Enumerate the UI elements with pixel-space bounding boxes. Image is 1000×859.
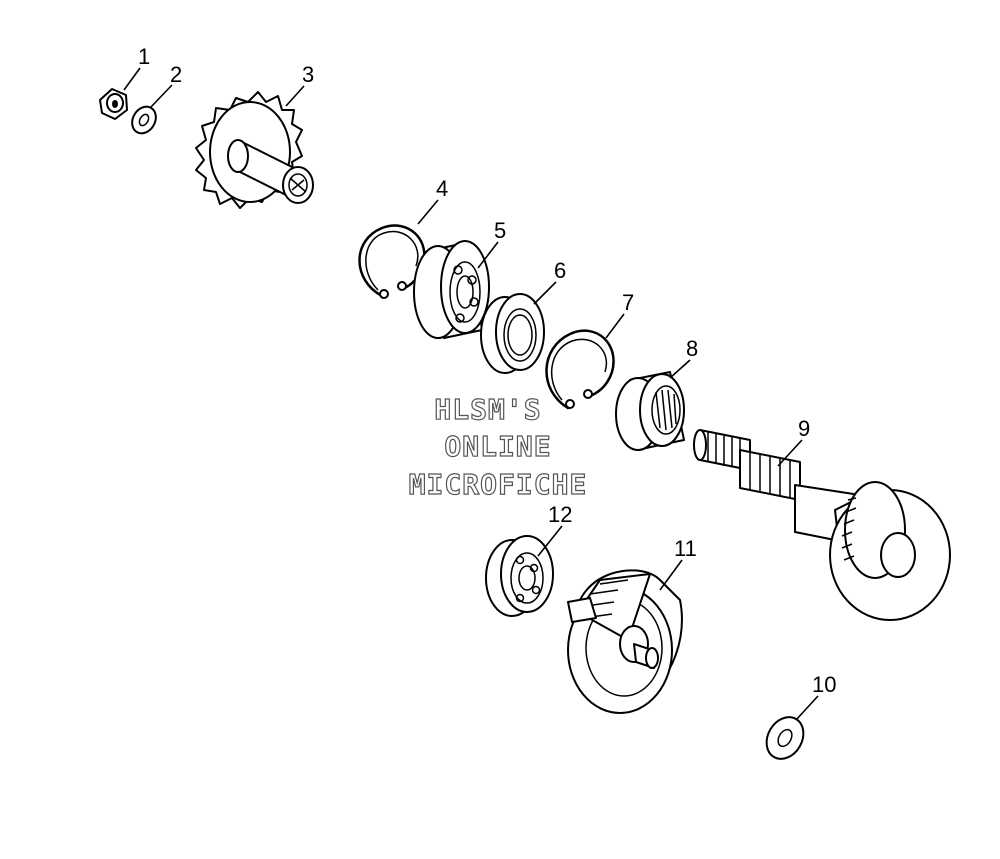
callout-3[interactable]: 3 — [302, 62, 314, 87]
part-6-oil-seal[interactable] — [480, 293, 545, 374]
callout-10[interactable]: 10 — [812, 672, 836, 697]
watermark-line-3: MICROFICHE — [409, 468, 588, 501]
callout-7[interactable]: 7 — [622, 290, 634, 315]
callout-12[interactable]: 12 — [548, 502, 572, 527]
part-10-washer[interactable] — [759, 710, 810, 765]
callout-9[interactable]: 9 — [798, 416, 810, 441]
part-2-washer[interactable] — [127, 102, 160, 137]
watermark-line-2: ONLINE — [444, 430, 551, 463]
part-3-sprocket[interactable] — [195, 91, 314, 209]
callout-8[interactable]: 8 — [686, 336, 698, 361]
part-12-bearing[interactable] — [485, 535, 554, 617]
callout-2[interactable]: 2 — [170, 62, 182, 87]
part-1-nut[interactable] — [99, 88, 128, 120]
callouts: 1 2 3 4 5 6 7 8 9 10 11 12 — [138, 44, 836, 697]
part-7-circlip[interactable] — [545, 329, 615, 410]
part-8-needle-bearing[interactable] — [615, 371, 685, 451]
watermark-line-1: HLSM'S — [434, 393, 541, 426]
watermark: HLSM'S ONLINE MICROFICHE — [408, 392, 588, 501]
callout-4[interactable]: 4 — [436, 176, 448, 201]
callout-6[interactable]: 6 — [554, 258, 566, 283]
part-9-countershaft[interactable] — [693, 429, 951, 621]
part-11-gear[interactable] — [567, 569, 683, 714]
callout-11[interactable]: 11 — [674, 536, 697, 561]
callout-5[interactable]: 5 — [494, 218, 506, 243]
part-5-bearing[interactable] — [413, 240, 490, 339]
leader-lines — [123, 67, 819, 721]
callout-1[interactable]: 1 — [138, 44, 150, 69]
